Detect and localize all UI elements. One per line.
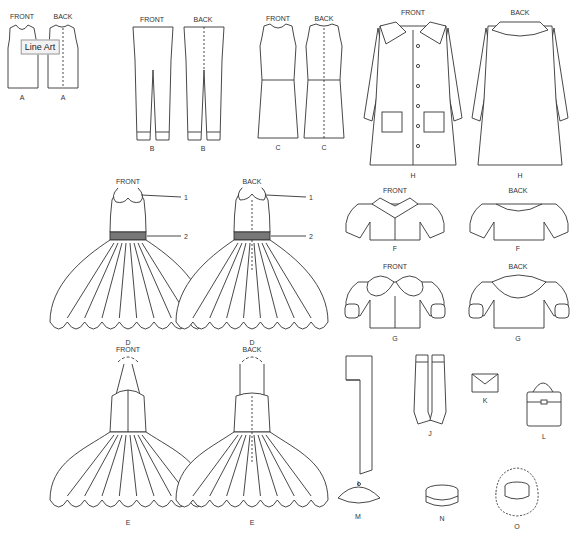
skirt-fold <box>244 435 250 496</box>
skirt-fold <box>193 435 238 496</box>
view-letter: L <box>542 433 546 440</box>
view-letter: M <box>355 513 361 520</box>
skirt-fold <box>254 243 260 318</box>
view-label: FRONT <box>383 263 407 270</box>
view-label: FRONT <box>401 9 425 16</box>
view-label: FRONT <box>10 13 34 20</box>
skirt-fold <box>244 243 250 318</box>
skirt-fold <box>138 435 171 496</box>
skirt-fold <box>262 435 294 496</box>
callout-number: 2 <box>309 233 313 240</box>
view-label: FRONT <box>116 346 140 353</box>
view-letter: O <box>514 523 519 530</box>
view-label: BACK <box>510 9 529 16</box>
skirt-fold <box>227 435 246 496</box>
view-letter: A <box>20 94 25 101</box>
skirt-fold <box>134 243 154 318</box>
skirt-fold <box>67 435 114 496</box>
view-letter: G <box>515 335 520 342</box>
view-label: FRONT <box>140 16 164 23</box>
skirt-fold <box>119 243 126 318</box>
skirt-fold <box>193 243 238 318</box>
view-label: BACK <box>242 346 261 353</box>
view-letter: I <box>357 480 359 487</box>
view-letter: G <box>392 335 397 342</box>
view-letter: F <box>516 245 520 252</box>
skirt-fold <box>227 243 246 318</box>
view-label: FRONT <box>116 178 140 185</box>
zipper-line <box>252 432 253 462</box>
skirt-fold <box>119 435 126 496</box>
view-letter: C <box>275 144 280 151</box>
skirt-fold <box>85 435 118 496</box>
skirt-fold <box>258 435 277 496</box>
skirt-fold <box>258 243 277 318</box>
skirt-fold <box>138 243 171 318</box>
skirt-fold <box>134 435 154 496</box>
view-letter: D <box>249 339 254 346</box>
view-label: BACK <box>53 13 72 20</box>
view-letter: H <box>517 172 522 179</box>
skirt-fold <box>85 243 118 318</box>
view-letter: N <box>439 515 444 522</box>
skirt-fold <box>266 435 311 496</box>
view-label: BACK <box>314 15 333 22</box>
view-label: FRONT <box>266 15 290 22</box>
view-letter: K <box>483 397 488 404</box>
view-label: BACK <box>508 263 527 270</box>
view-letter: H <box>410 172 415 179</box>
skirt-fold <box>254 435 260 496</box>
view-label: BACK <box>193 16 212 23</box>
skirt-fold <box>210 243 242 318</box>
view-letter: B <box>201 145 206 152</box>
skirt-fold <box>262 243 294 318</box>
view-letter: B <box>150 145 155 152</box>
skirt-fold <box>102 435 122 496</box>
skirt <box>176 432 328 507</box>
skirt <box>176 240 328 329</box>
view-letter: C <box>321 144 326 151</box>
view-letter: A <box>61 94 66 101</box>
skirt-fold <box>210 435 242 496</box>
zipper-line <box>252 240 253 270</box>
skirt-fold <box>130 435 137 496</box>
skirt-fold <box>266 243 311 318</box>
view-label: BACK <box>508 187 527 194</box>
view-label: BACK <box>242 178 261 185</box>
view-letter: E <box>126 519 131 526</box>
skirt-fold <box>102 243 122 318</box>
skirt-fold <box>130 243 137 318</box>
callout-number: 1 <box>309 194 313 201</box>
view-label: FRONT <box>383 187 407 194</box>
view-letter: E <box>250 519 255 526</box>
skirt-fold <box>67 243 114 318</box>
tooltip: Line Art <box>21 40 60 55</box>
view-letter: F <box>393 245 397 252</box>
view-letter: J <box>428 430 432 437</box>
callout-number: 1 <box>184 194 188 201</box>
callout-number: 2 <box>184 233 188 240</box>
view-letter: D <box>125 339 130 346</box>
